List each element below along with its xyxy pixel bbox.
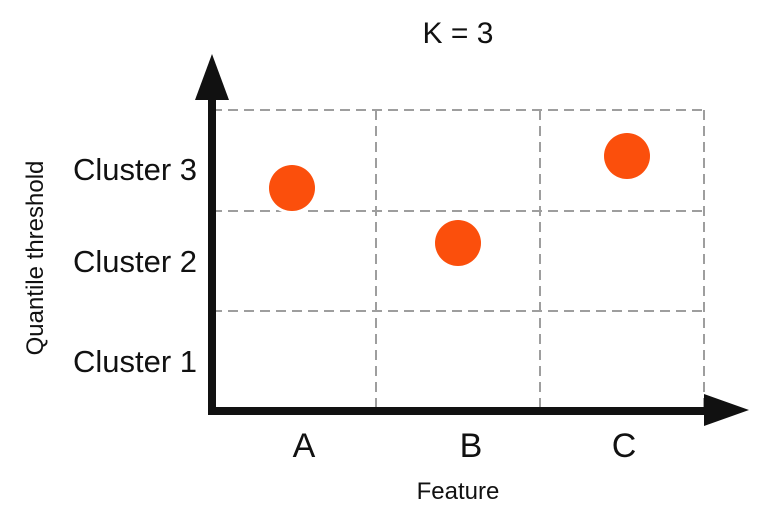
gridline-horizontal-lower xyxy=(212,310,704,312)
x-axis-arrowhead-icon xyxy=(704,394,749,426)
y-tick-label-cluster-3: Cluster 3 xyxy=(72,152,197,187)
x-axis-line xyxy=(208,407,711,415)
chart-title: K = 3 xyxy=(422,17,494,50)
gridline-horizontal-middle xyxy=(212,210,704,212)
data-point-a xyxy=(269,165,316,211)
gridline-vertical-3 xyxy=(703,110,705,410)
gridline-vertical-2 xyxy=(539,110,541,410)
y-axis-line xyxy=(208,85,216,415)
x-tick-label-b: B xyxy=(459,427,483,465)
data-point-c xyxy=(603,133,650,179)
data-point-b xyxy=(435,220,481,266)
gridline-horizontal-top xyxy=(212,109,704,111)
x-tick-label-c: C xyxy=(611,427,637,465)
y-tick-label-cluster-2: Cluster 2 xyxy=(72,244,197,279)
y-axis-arrowhead-icon xyxy=(195,54,229,100)
x-axis-label: Feature xyxy=(416,478,500,505)
gridline-vertical-1 xyxy=(375,110,377,410)
x-tick-label-a: A xyxy=(292,427,316,465)
y-tick-label-cluster-1: Cluster 1 xyxy=(72,344,197,379)
